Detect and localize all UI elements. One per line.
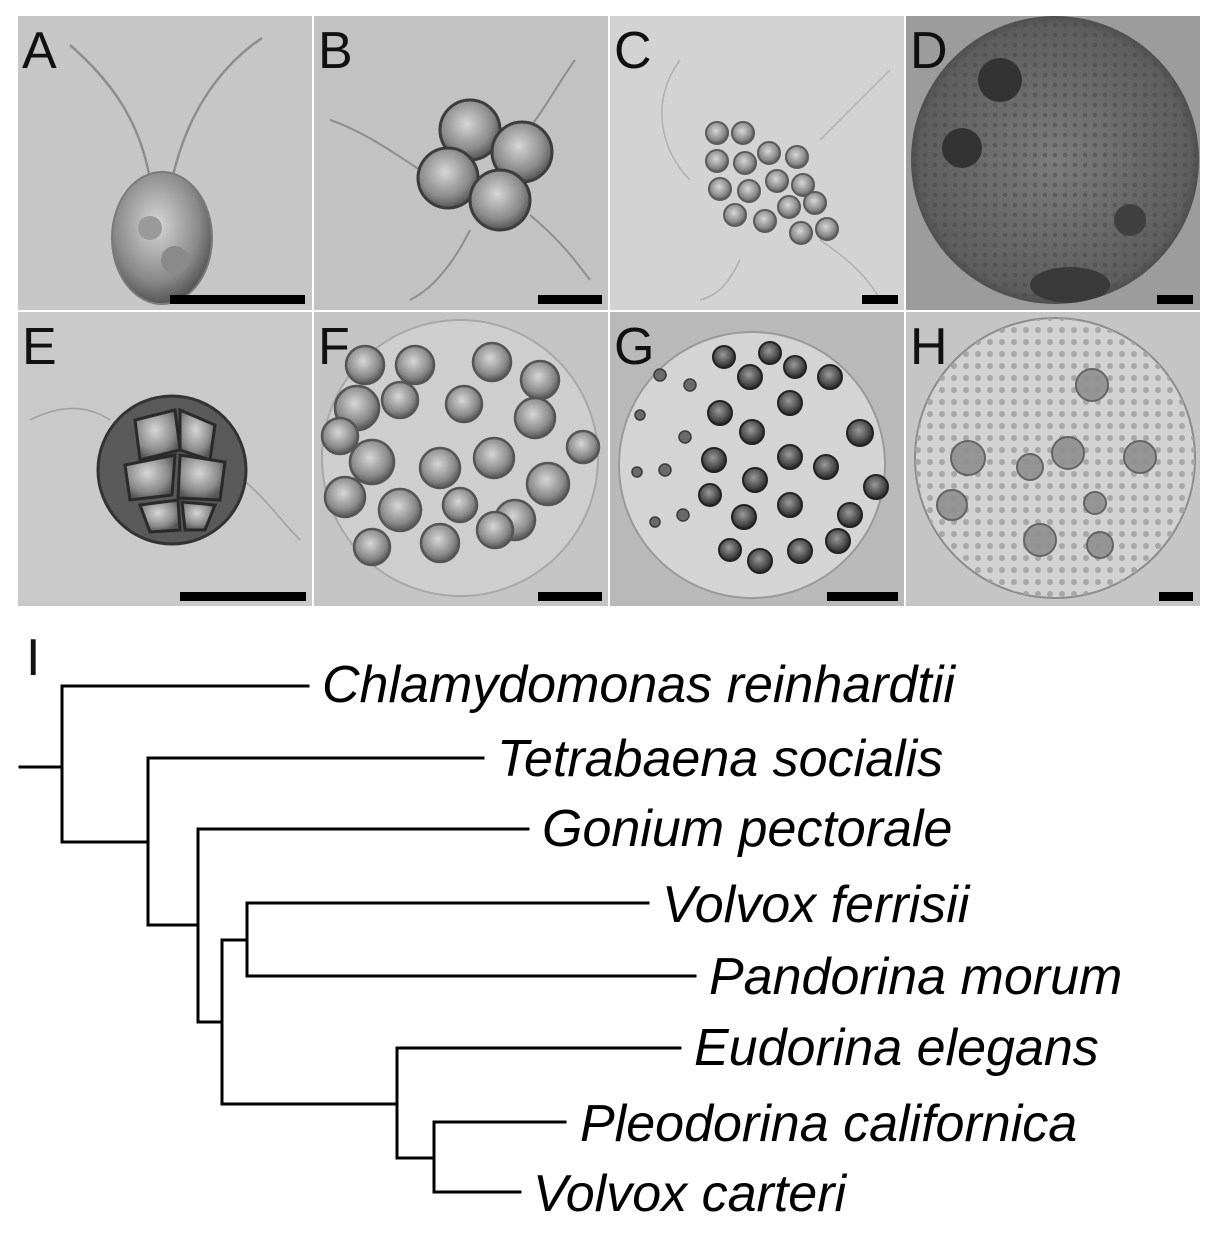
scale-bar-b <box>538 295 602 304</box>
scale-bar-h <box>1159 592 1193 601</box>
taxon-label-eudorina: Eudorina elegans <box>694 1019 1099 1077</box>
volvox-ferrisii-drawing <box>911 16 1199 304</box>
scale-bar-g <box>827 592 898 601</box>
panel-label-d: D <box>910 22 948 80</box>
taxon-label-pleodorina: Pleodorina californica <box>580 1095 1077 1153</box>
panel-label-h: H <box>910 318 948 376</box>
panel-label-f: F <box>318 318 350 376</box>
tree-branches <box>18 684 697 1194</box>
taxon-label-tetrabaena: Tetrabaena socialis <box>497 730 943 788</box>
taxon-label-volvox-ferrisii: Volvox ferrisii <box>662 876 971 934</box>
panel-label-a: A <box>22 22 57 80</box>
panel-label-i: I <box>26 629 40 687</box>
pandorina-colony-drawing <box>29 394 301 546</box>
phylogenetic-tree: I <box>18 629 1122 1223</box>
taxon-label-gonium: Gonium pectorale <box>542 800 952 858</box>
scale-bar-d <box>1157 295 1193 304</box>
panel-label-g: G <box>614 318 654 376</box>
scale-bar-f <box>538 592 602 601</box>
tetrabaena-colony-drawing <box>329 59 591 301</box>
taxon-label-pandorina: Pandorina morum <box>709 948 1122 1006</box>
taxon-label-chlamydomonas: Chlamydomonas reinhardtii <box>322 656 956 714</box>
panel-label-e: E <box>22 318 57 376</box>
eudorina-colony-drawing <box>320 319 601 597</box>
pleodorina-colony-drawing <box>618 331 889 599</box>
panel-label-c: C <box>614 22 652 80</box>
panel-label-b: B <box>318 22 353 80</box>
chlamydomonas-cell-drawing <box>69 36 263 305</box>
scale-bar-c <box>862 295 898 304</box>
scale-bar-e <box>180 592 306 601</box>
gonium-colony-drawing <box>661 59 891 301</box>
taxon-label-volvox-carteri: Volvox carteri <box>533 1165 848 1223</box>
volvox-carteri-drawing <box>914 317 1196 599</box>
scale-bar-a <box>170 295 305 304</box>
